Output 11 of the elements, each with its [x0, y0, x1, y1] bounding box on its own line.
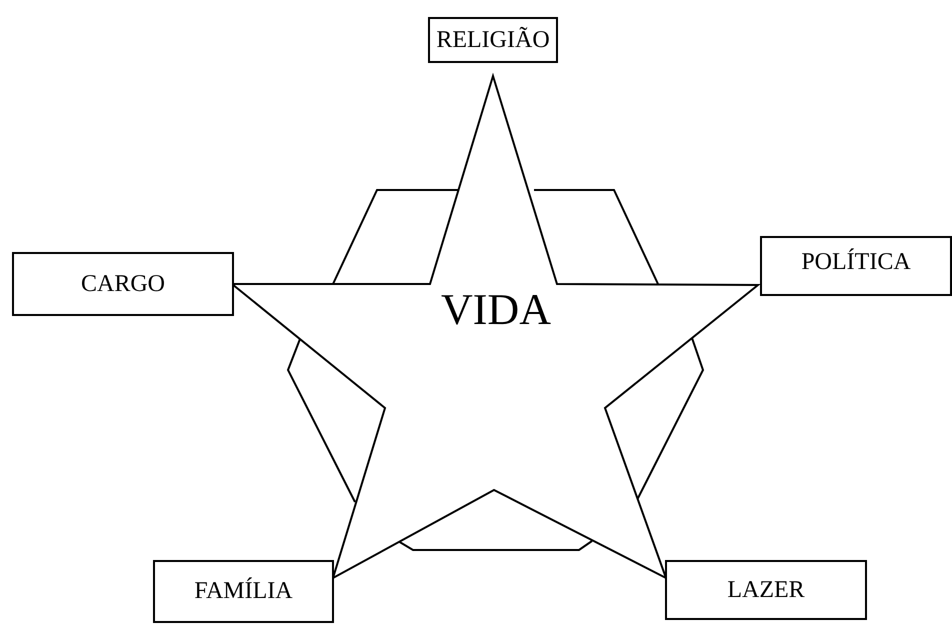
- box-label: RELIGIÃO: [436, 26, 550, 54]
- box-label: CARGO: [80, 270, 165, 298]
- label-box: [12, 252, 234, 316]
- box-label: LAZER: [727, 576, 805, 604]
- box-label: FAMÍLIA: [194, 578, 293, 605]
- label-box: [153, 560, 334, 623]
- center-label: VIDA: [441, 284, 551, 334]
- label-box: [428, 17, 558, 63]
- box-label: POLÍTICA: [801, 248, 911, 276]
- label-box: [665, 560, 867, 620]
- label-box: [760, 236, 952, 296]
